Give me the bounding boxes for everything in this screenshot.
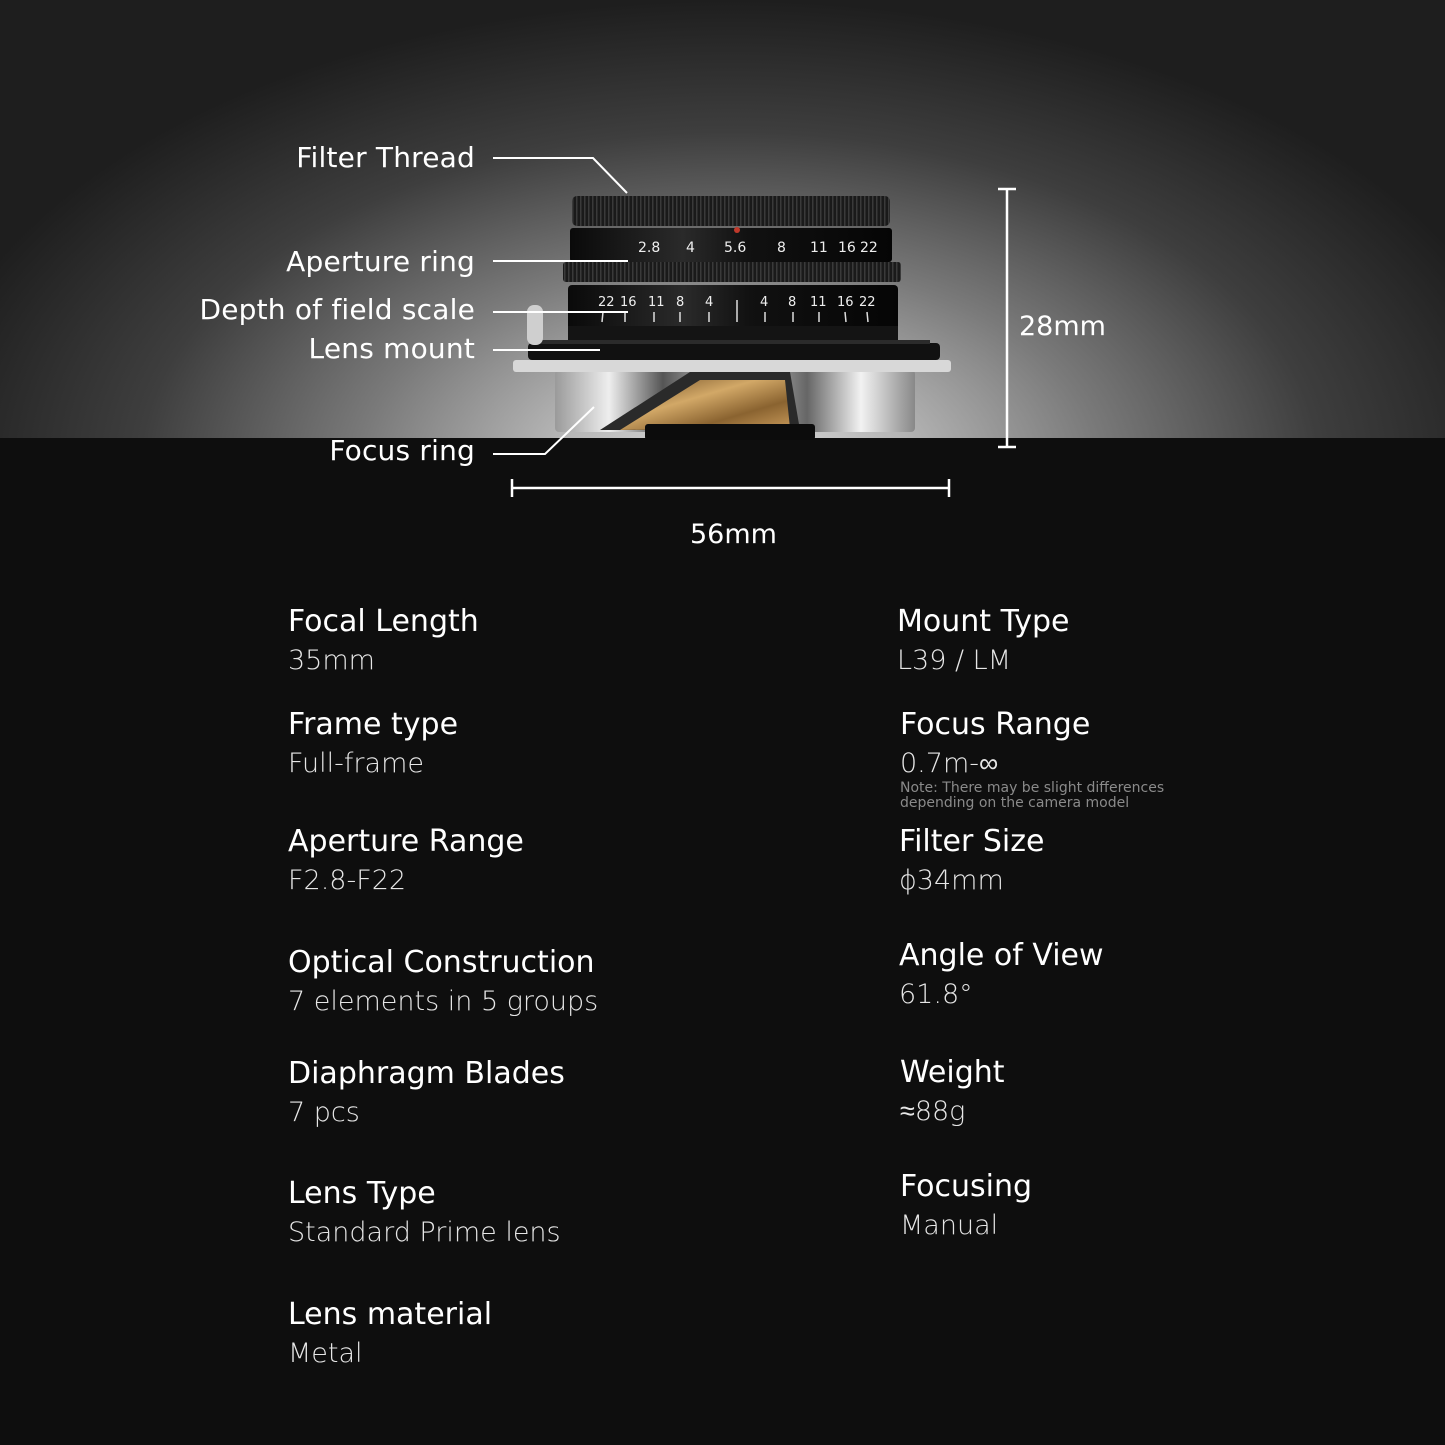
spec-focal-length: Focal Length 35mm xyxy=(288,604,479,676)
spec-frame-type: Frame type Full-frame xyxy=(288,707,459,779)
spec-angle-of-view: Angle of View 61.8° xyxy=(899,938,1104,1010)
spec-title: Angle of View xyxy=(899,938,1104,973)
spec-value: Full-frame xyxy=(288,748,424,779)
svg-text:8: 8 xyxy=(788,295,796,310)
svg-text:8: 8 xyxy=(676,295,684,310)
spec-title: Focusing xyxy=(900,1169,1033,1204)
spec-focusing: Focusing Manual xyxy=(900,1169,1033,1241)
svg-text:4: 4 xyxy=(705,295,713,310)
spec-mount-type: Mount Type L39 / LM xyxy=(897,604,1070,676)
svg-text:2.8: 2.8 xyxy=(638,240,660,256)
spec-title: Filter Size xyxy=(899,824,1045,859)
spec-value: ϕ34mm xyxy=(899,865,1004,896)
svg-text:11: 11 xyxy=(648,295,665,310)
callout-dof-scale: Depth of field scale xyxy=(199,293,475,326)
spec-aperture-range: Aperture Range F2.8-F22 xyxy=(288,824,524,896)
callout-aperture-ring: Aperture ring xyxy=(286,245,475,278)
aperture-grip xyxy=(563,262,901,282)
spec-value: F2.8-F22 xyxy=(288,865,407,896)
spec-value: L39 / LM xyxy=(897,645,1011,676)
spec-lens-type: Lens Type Standard Prime lens xyxy=(288,1176,561,1248)
svg-text:22: 22 xyxy=(598,295,615,310)
spec-value: Standard Prime lens xyxy=(288,1217,561,1248)
spec-title: Lens material xyxy=(288,1297,493,1332)
spec-title: Focal Length xyxy=(288,604,479,639)
focus-helicoid xyxy=(620,380,790,430)
spec-note: Note: There may be slight differences xyxy=(900,780,1165,796)
aperture-ring xyxy=(570,228,892,262)
callout-filter-thread: Filter Thread xyxy=(296,141,475,174)
spec-lens-material: Lens material Metal xyxy=(288,1297,493,1369)
svg-text:16: 16 xyxy=(620,295,637,310)
callout-focus-ring: Focus ring xyxy=(329,434,475,467)
spec-optical-construction: Optical Construction 7 elements in 5 gro… xyxy=(288,945,599,1017)
svg-text:5.6: 5.6 xyxy=(724,240,746,256)
dimension-height: 28mm xyxy=(1019,311,1106,342)
svg-text:11: 11 xyxy=(810,295,827,310)
spec-value: Metal xyxy=(288,1338,363,1369)
spec-value: Manual xyxy=(900,1210,999,1241)
callout-lens-mount: Lens mount xyxy=(308,332,475,365)
spec-filter-size: Filter Size ϕ34mm xyxy=(899,824,1045,896)
floor-background xyxy=(0,438,1445,1445)
spec-title: Frame type xyxy=(288,707,459,742)
svg-text:22: 22 xyxy=(860,240,878,256)
svg-text:11: 11 xyxy=(810,240,828,256)
leader-focus-ring xyxy=(493,406,595,455)
dimension-width: 56mm xyxy=(690,519,777,550)
svg-text:4: 4 xyxy=(760,295,768,310)
spec-diaphragm-blades: Diaphragm Blades 7 pcs xyxy=(288,1056,565,1128)
spec-value: 0.7m-∞ xyxy=(900,748,999,779)
spec-title: Lens Type xyxy=(288,1176,436,1211)
spec-title: Optical Construction xyxy=(288,945,595,980)
svg-text:16: 16 xyxy=(838,240,856,256)
spec-value: 7 elements in 5 groups xyxy=(288,986,599,1017)
spec-title: Aperture Range xyxy=(288,824,524,859)
spec-value: ≈88g xyxy=(900,1096,966,1127)
spec-weight: Weight ≈88g xyxy=(900,1055,1005,1127)
svg-text:22: 22 xyxy=(859,295,876,310)
spec-value: 7 pcs xyxy=(288,1097,360,1128)
spec-title: Mount Type xyxy=(897,604,1070,639)
spec-note: depending on the camera model xyxy=(900,795,1130,811)
svg-text:4: 4 xyxy=(686,240,695,256)
spec-value: 61.8° xyxy=(899,979,973,1010)
dof-scale-ring xyxy=(568,285,898,333)
filter-thread-ring xyxy=(572,196,890,226)
spec-focus-range: Focus Range 0.7m-∞ Note: There may be sl… xyxy=(900,710,1164,811)
spec-value: 35mm xyxy=(288,645,375,676)
svg-text:16: 16 xyxy=(837,295,854,310)
svg-text:8: 8 xyxy=(777,240,786,256)
leader-filter-thread xyxy=(493,157,628,194)
spec-title: Diaphragm Blades xyxy=(288,1056,565,1091)
index-dot xyxy=(734,227,740,233)
spec-title: Focus Range xyxy=(900,707,1091,742)
spec-title: Weight xyxy=(900,1055,1005,1090)
